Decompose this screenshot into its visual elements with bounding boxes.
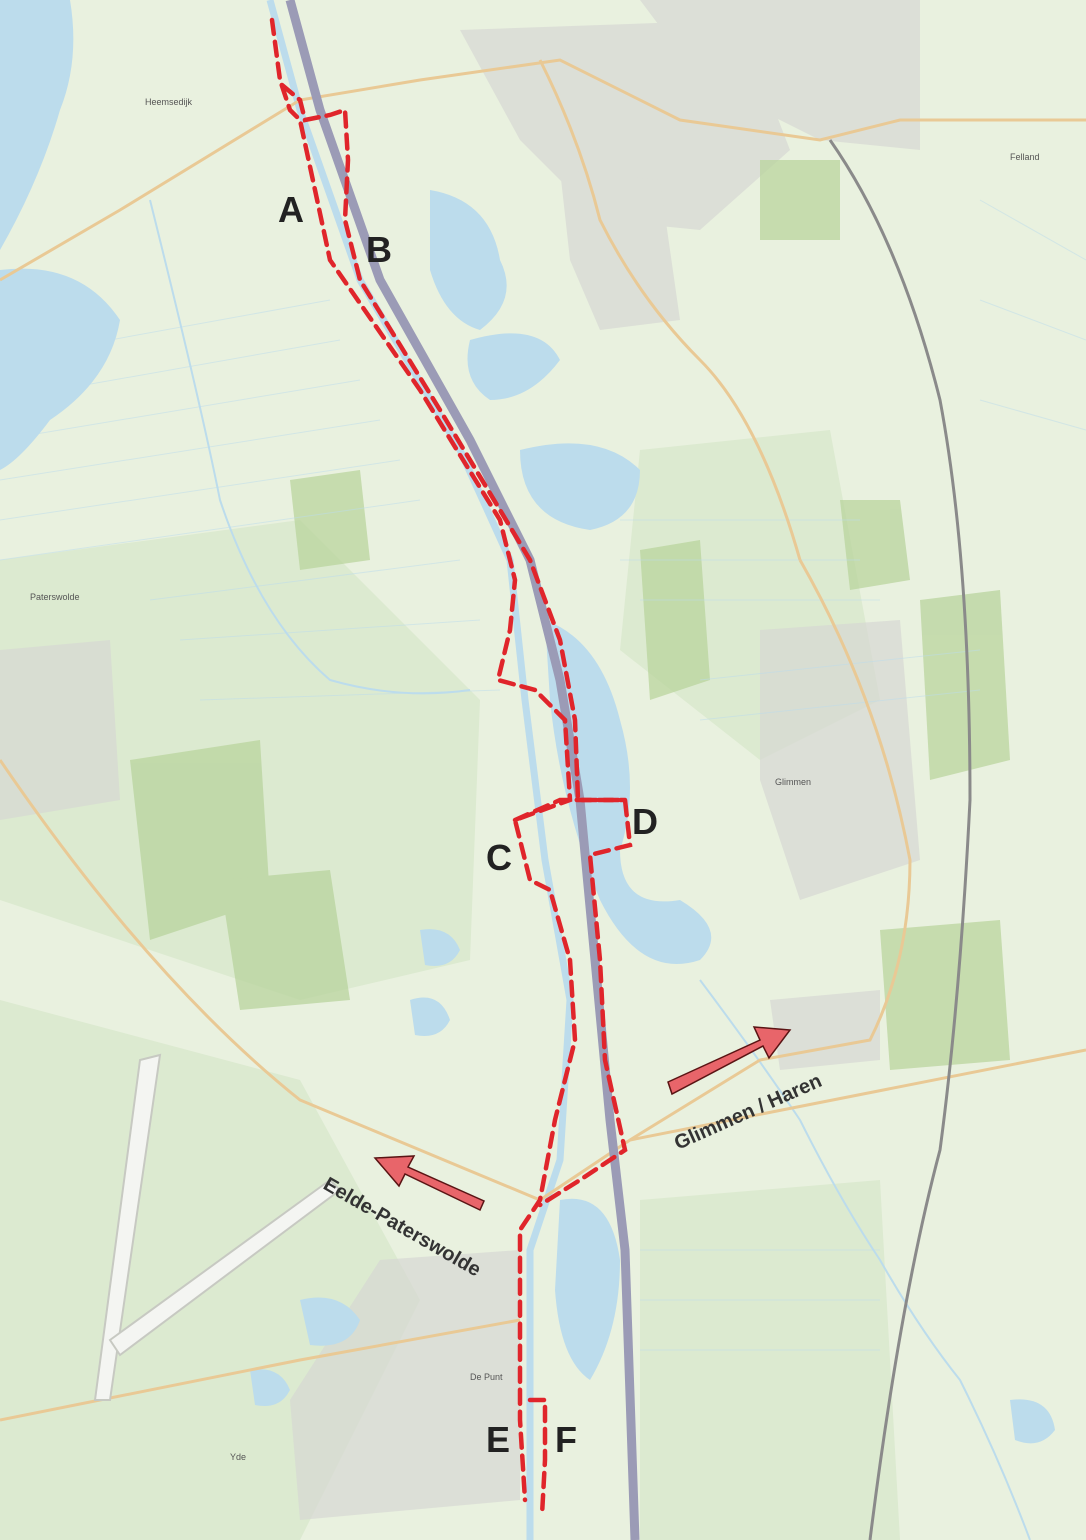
lake-northwest [0,268,120,470]
railway [828,139,972,1540]
place-heemsedijk: Heemsedijk [145,97,193,107]
route-label-a: A [278,189,304,230]
lake-center [520,443,640,530]
place-paterswolde: Paterswolde [30,592,80,602]
lake-hoornseplas [430,190,507,330]
river-drentsche-aa [699,979,1031,1540]
lake-zuidlaardermeer-west [0,0,74,250]
route-lines [269,17,633,1518]
forest-areas [130,160,1010,1070]
pond-3 [250,1369,290,1406]
route-b [279,82,633,1208]
route-label-d: D [632,801,658,842]
route-c-loop [512,797,628,823]
route-label-b: B [366,229,392,270]
place-yde: Yde [230,1452,246,1462]
urban-areas [0,0,920,1520]
route-a [269,17,578,1503]
drainage-lines [0,199,1086,1351]
water-bodies [0,0,1055,1444]
route-label-f: F [555,1419,577,1460]
place-glimmen: Glimmen [775,777,811,787]
motorway-a28 [285,0,640,1540]
route-label-c: C [486,837,512,878]
canal-noord-willemskanaal [266,0,574,1540]
route-f [527,1397,548,1518]
pond-2 [300,1297,360,1346]
place-felland: Felland [1010,152,1040,162]
pond-4 [420,929,460,966]
lake-center-north [467,333,560,400]
airport-eelde [93,1053,342,1401]
lake-paterswoldsemeer [545,620,712,964]
arrow-eelde-paterswolde [373,1155,485,1212]
pond-5 [1010,1399,1055,1444]
arrow-glimmen-haren [667,1026,792,1096]
route-label-e: E [486,1419,510,1460]
lake-south [555,1198,620,1380]
pond-1 [410,997,450,1036]
stream-west [149,199,471,695]
place-de-punt: De Punt [470,1372,503,1382]
